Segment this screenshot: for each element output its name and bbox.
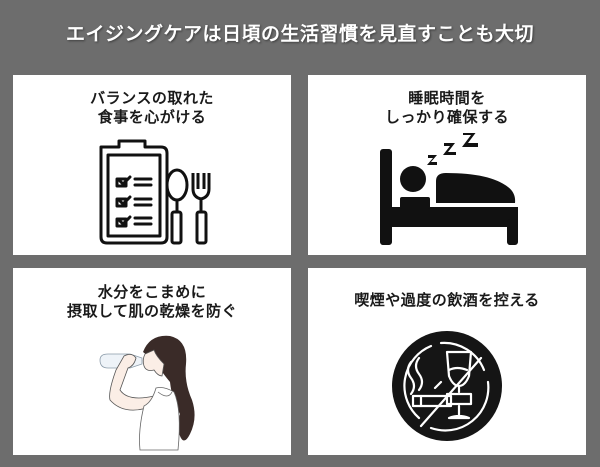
- panel-caption: 水分をこまめに 摂取して肌の乾燥を防ぐ: [66, 283, 238, 320]
- clipboard-checklist-spoon-fork-icon: [99, 139, 211, 245]
- woman-drinking-water-illustration: [99, 335, 195, 451]
- panel-caption: バランスの取れた 食事を心がける: [90, 89, 214, 126]
- panel-sleep: 睡眠時間を しっかり確保する: [308, 75, 586, 255]
- panel-caption: 睡眠時間を しっかり確保する: [384, 89, 509, 126]
- panel-caption: 喫煙や過度の飲酒を控える: [354, 291, 540, 309]
- no-smoking-no-drinking-icon: [392, 331, 502, 441]
- person-sleeping-in-bed-icon: [380, 133, 518, 245]
- panel-avoid-smoking-drinking: 喫煙や過度の飲酒を控える: [308, 268, 586, 455]
- panel-balanced-diet: バランスの取れた 食事を心がける: [13, 75, 291, 255]
- panel-hydration: 水分をこまめに 摂取して肌の乾燥を防ぐ: [13, 268, 291, 455]
- page-title: エイジングケアは日頃の生活習慣を見直すことも大切: [65, 23, 534, 45]
